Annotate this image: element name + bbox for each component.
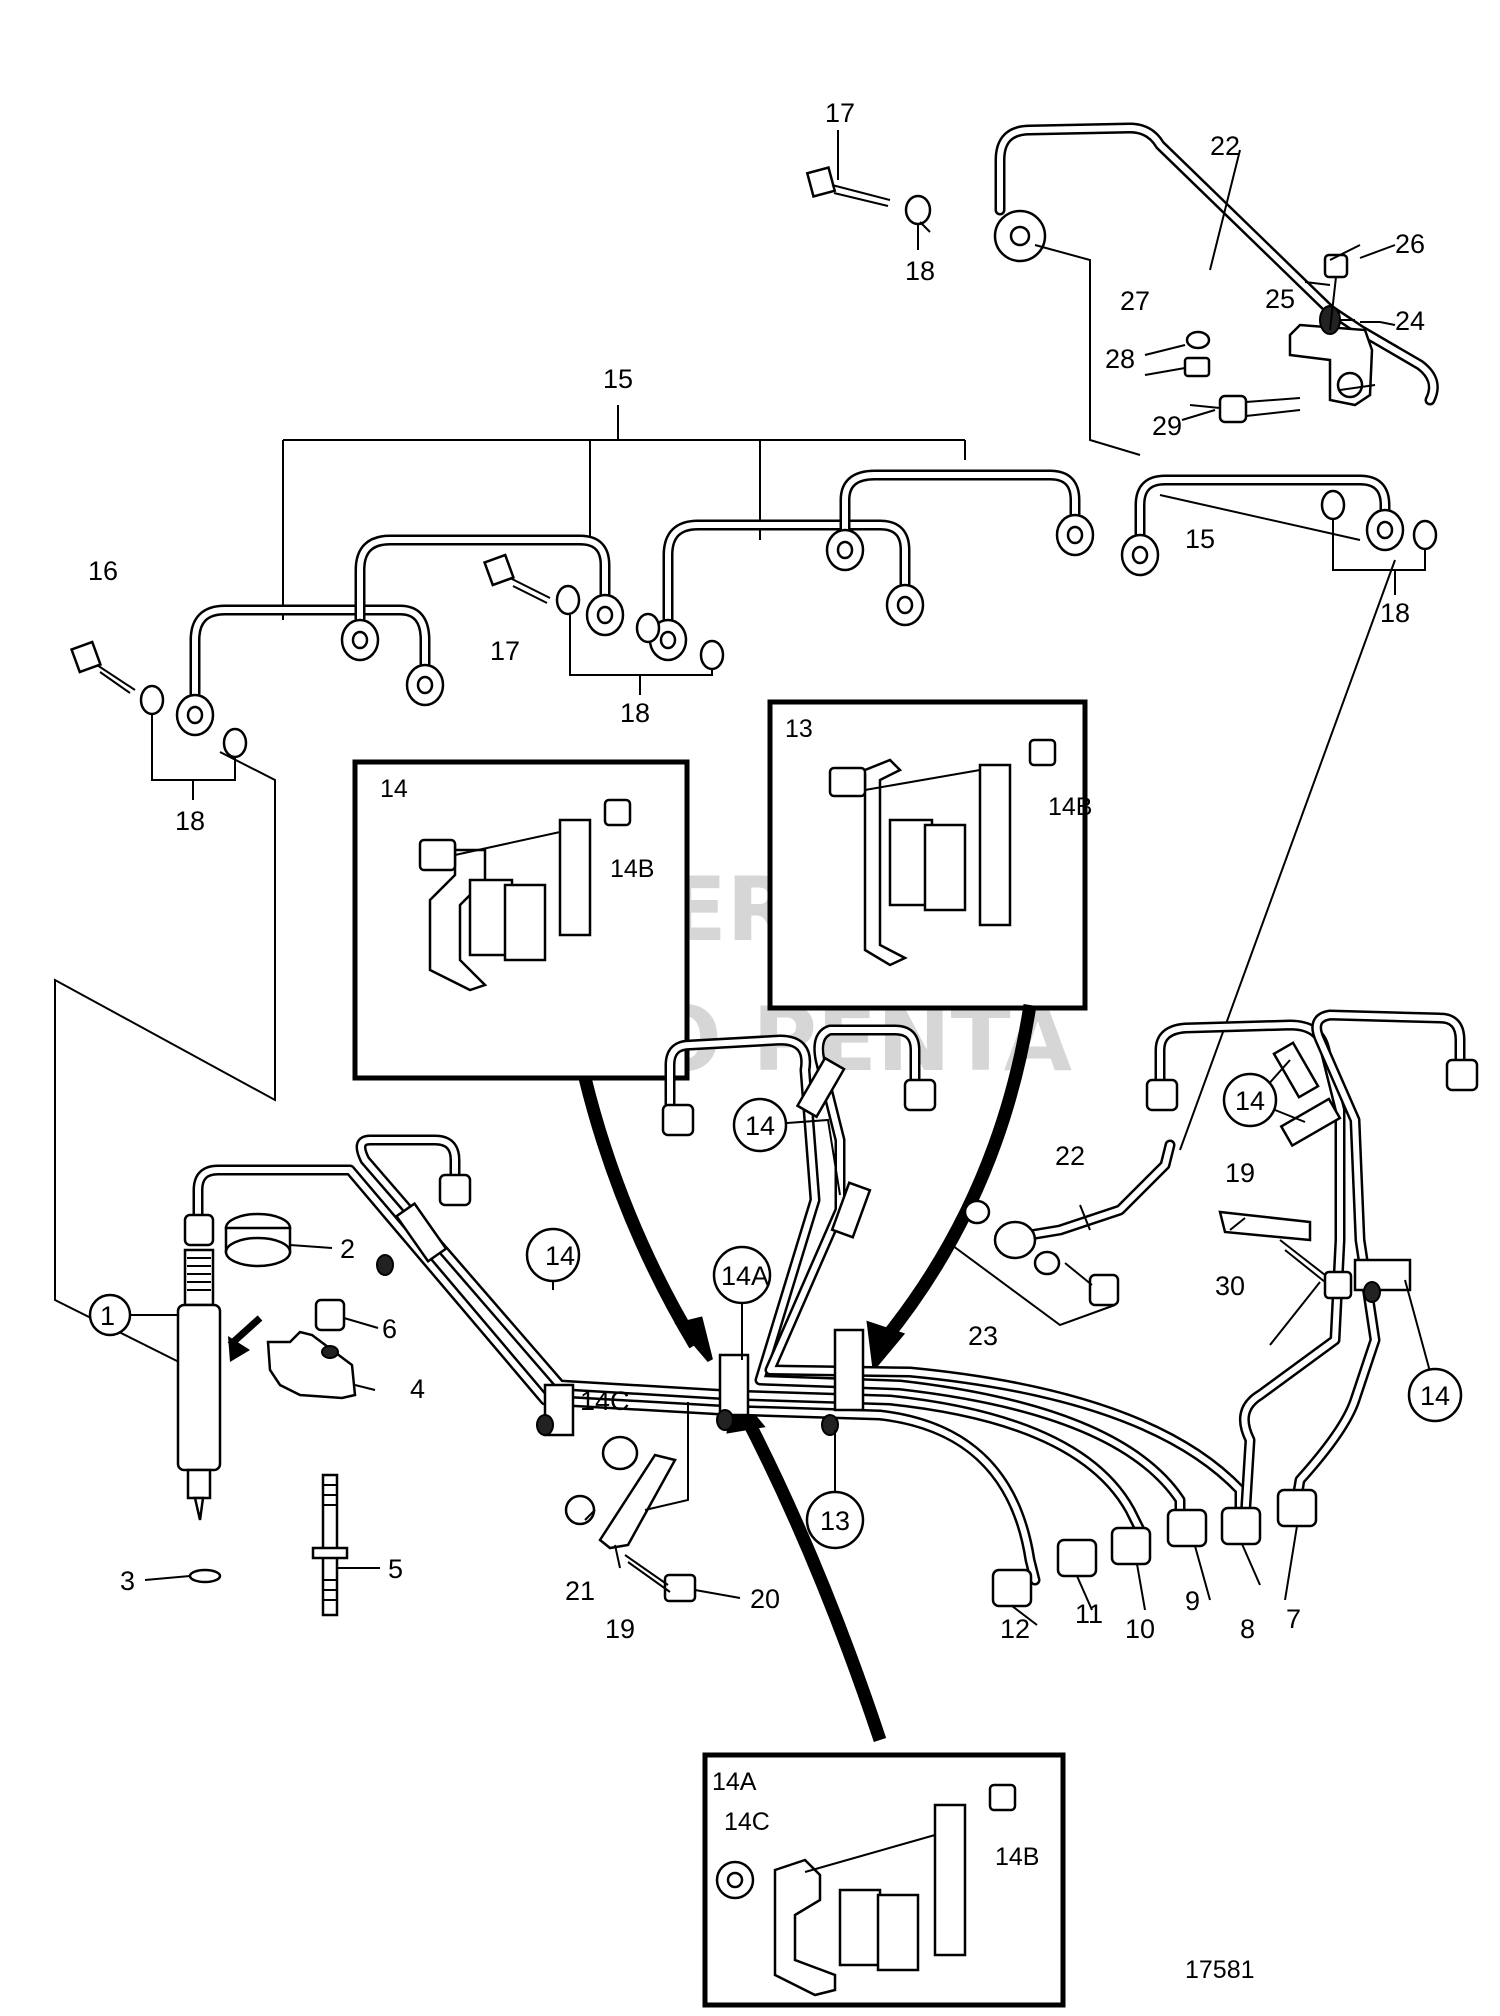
label-9: 9 bbox=[1185, 1586, 1200, 1616]
label-22-a: 22 bbox=[1210, 131, 1240, 161]
label-1: 1 bbox=[100, 1301, 115, 1331]
label-29: 29 bbox=[1152, 411, 1182, 441]
label-21: 21 bbox=[565, 1576, 595, 1606]
label-18-c: 18 bbox=[620, 698, 650, 728]
leak-off-pipes-15 bbox=[54, 166, 1438, 1371]
copper-washers-18 bbox=[139, 194, 1438, 759]
part-labels: 1 2 3 4 5 6 7 8 9 10 11 12 13 14 14 14 1… bbox=[88, 98, 1450, 1984]
delivery-pipes bbox=[183, 1009, 1479, 1608]
circled-labels bbox=[88, 1072, 1463, 1550]
label-22-b: 22 bbox=[1055, 1141, 1085, 1171]
label-8: 8 bbox=[1240, 1614, 1255, 1644]
pipe-union-nuts bbox=[183, 1058, 1479, 1608]
inset-14-title: 14 bbox=[380, 775, 408, 803]
label-30: 30 bbox=[1215, 1271, 1245, 1301]
label-14-c: 14 bbox=[1235, 1086, 1265, 1116]
figure-number: 17581 bbox=[1185, 1956, 1255, 1984]
label-4: 4 bbox=[410, 1374, 425, 1404]
label-6: 6 bbox=[382, 1314, 397, 1344]
return-pipe-22-lower bbox=[944, 1139, 1176, 1327]
return-pipe-22-top bbox=[994, 122, 1439, 424]
label-18-b: 18 bbox=[175, 806, 205, 836]
inset-13: 13 14B bbox=[767, 699, 1092, 1011]
label-27: 27 bbox=[1120, 286, 1150, 316]
label-5: 5 bbox=[388, 1554, 403, 1584]
label-14-b: 14 bbox=[745, 1111, 775, 1141]
label-18-d: 18 bbox=[1380, 598, 1410, 628]
label-2: 2 bbox=[340, 1234, 355, 1264]
inset-14-bolt-label: 14B bbox=[610, 855, 654, 883]
label-28: 28 bbox=[1105, 344, 1135, 374]
leader-lines bbox=[110, 130, 1436, 1626]
label-26: 26 bbox=[1395, 229, 1425, 259]
label-20: 20 bbox=[750, 1584, 780, 1614]
label-13: 13 bbox=[820, 1506, 850, 1536]
label-17-b: 17 bbox=[490, 636, 520, 666]
label-25: 25 bbox=[1265, 284, 1295, 314]
inset-13-title: 13 bbox=[785, 715, 813, 743]
label-14C: 14C bbox=[580, 1386, 630, 1416]
label-11: 11 bbox=[1075, 1599, 1103, 1629]
inset-14: 14 14B bbox=[352, 759, 690, 1081]
label-14-a: 14 bbox=[545, 1241, 575, 1271]
label-12: 12 bbox=[1000, 1614, 1030, 1644]
pipe-clamps bbox=[376, 1041, 1412, 1437]
label-18-a: 18 bbox=[905, 256, 935, 286]
injector-assembly bbox=[176, 1212, 357, 1617]
inset-14A-bolt-label: 14B bbox=[995, 1843, 1039, 1871]
label-14-d: 14 bbox=[1420, 1381, 1450, 1411]
label-3: 3 bbox=[120, 1566, 135, 1596]
inset-14A-nut-label: 14C bbox=[724, 1808, 770, 1836]
inset-14A: 14A 14C 14B bbox=[702, 1752, 1066, 2008]
label-23: 23 bbox=[968, 1321, 998, 1351]
inset-13-bolt-label: 14B bbox=[1048, 793, 1092, 821]
label-19-b: 19 bbox=[1225, 1158, 1255, 1188]
label-15-a: 15 bbox=[603, 364, 633, 394]
label-7: 7 bbox=[1286, 1604, 1301, 1634]
label-24: 24 bbox=[1395, 306, 1425, 336]
label-17-a: 17 bbox=[825, 98, 855, 128]
label-16: 16 bbox=[88, 556, 118, 586]
banjo-bolts bbox=[69, 166, 1047, 694]
label-19-a: 19 bbox=[605, 1614, 635, 1644]
inset-14A-title: 14A bbox=[712, 1768, 757, 1796]
label-14A: 14A bbox=[721, 1261, 769, 1291]
label-10: 10 bbox=[1125, 1614, 1155, 1644]
label-15-b: 15 bbox=[1185, 524, 1215, 554]
